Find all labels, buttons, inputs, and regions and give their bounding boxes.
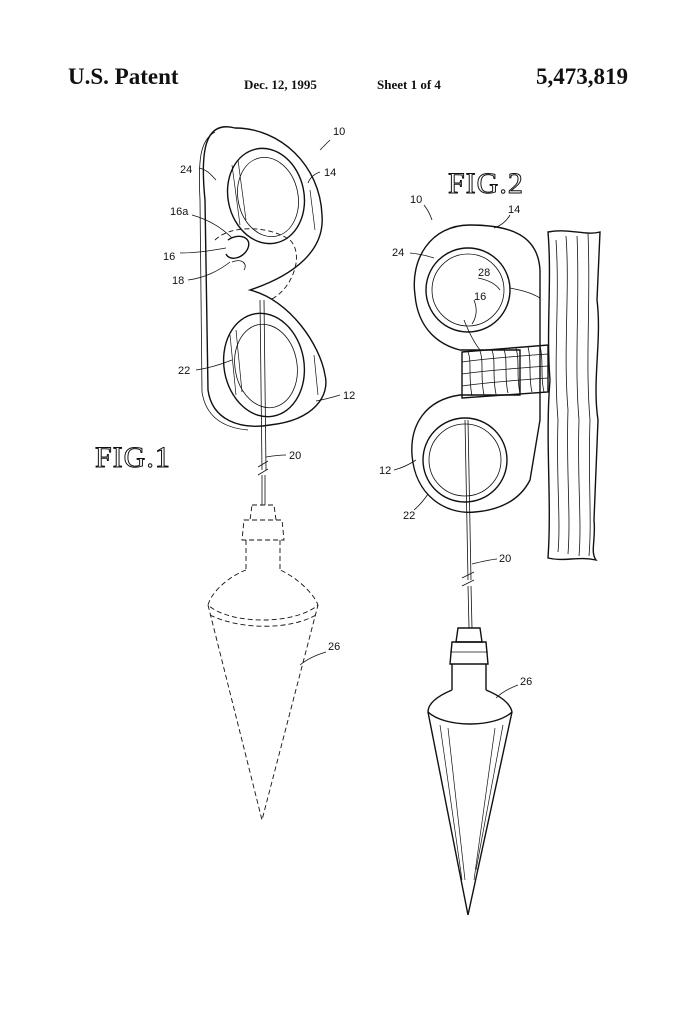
fig1-ref-12: 12	[343, 390, 355, 402]
fig2-ref-24: 24	[392, 247, 404, 259]
fig2-ref-22: 22	[403, 510, 415, 522]
fig1-title: FIG.1	[95, 441, 171, 474]
patent-label: U.S. Patent	[68, 64, 179, 89]
fig2-ref-20: 20	[499, 553, 511, 565]
fig2-ref-14: 14	[508, 204, 520, 216]
fig1-ref-18: 18	[172, 275, 184, 287]
patent-date: Dec. 12, 1995	[244, 77, 317, 92]
fig2-ref-26: 26	[520, 676, 532, 688]
fig2-drawing	[393, 204, 601, 916]
patent-number: 5,473,819	[536, 64, 628, 89]
fig2-title: FIG.2	[448, 167, 524, 200]
fig2-ref-28: 28	[478, 267, 490, 279]
sheet-number: Sheet 1 of 4	[377, 77, 441, 92]
fig2-ref-12: 12	[379, 465, 391, 477]
fig2-ref-16: 16	[474, 291, 486, 303]
fig1-ref-20: 20	[289, 450, 301, 462]
fig1-ref-24: 24	[180, 164, 192, 176]
fig1-ref-10: 10	[333, 126, 345, 138]
fig1-drawing	[179, 126, 341, 821]
fig2-ref-10: 10	[410, 194, 422, 206]
fig1-ref-26: 26	[328, 641, 340, 653]
fig1-ref-14: 14	[324, 167, 336, 179]
fig1-ref-22: 22	[178, 365, 190, 377]
fig1-ref-16a: 16a	[170, 206, 189, 218]
fig1-ref-16: 16	[163, 251, 175, 263]
